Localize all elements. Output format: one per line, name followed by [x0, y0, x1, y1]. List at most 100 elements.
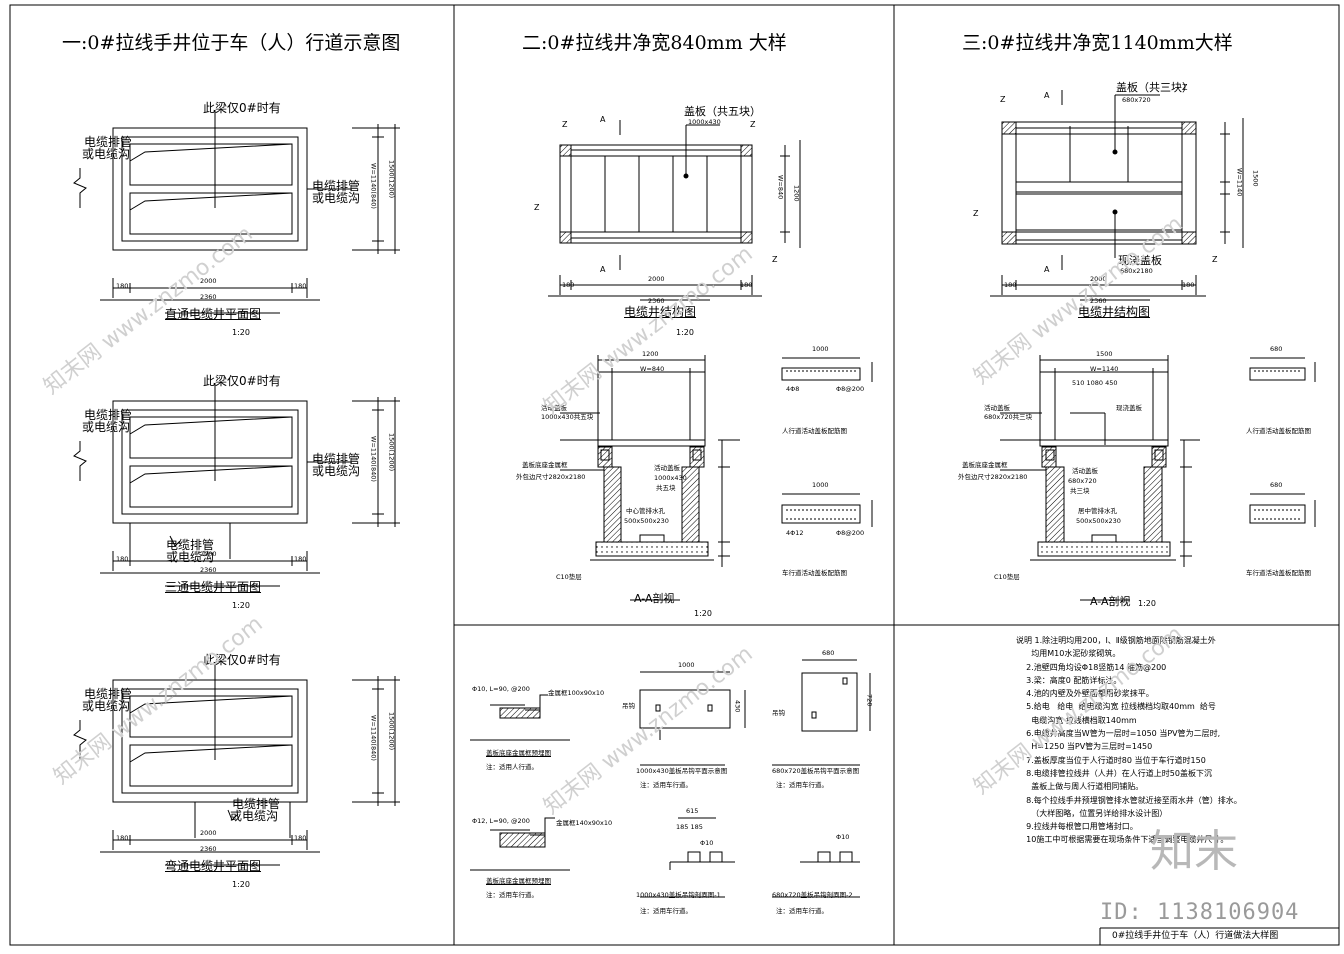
p3-sec-label-6b: 500x500x230: [1076, 517, 1121, 525]
detail-hook4-title: 680x720盖板吊钩剖面图-2: [772, 891, 853, 899]
p2-sec-label-4: 中心管排水孔: [626, 507, 665, 515]
detail-hook2-label: 吊钩: [772, 709, 785, 717]
p3-rebar1-title: 人行道活动盖板配筋图: [1246, 427, 1311, 435]
p3-sec-sub: 510 1080 450: [1072, 379, 1118, 387]
detail-hook2-title: 680x720盖板吊钩平面示意图: [772, 767, 860, 775]
note-line: 2.池壁四角均设Φ18竖筋14 箍筋@200: [1016, 662, 1167, 672]
p1-pipe-left-2-1: 或电缆沟: [82, 147, 131, 161]
detail-frame2-bar: Φ12, L=90, @200: [472, 817, 530, 825]
note-line: 4.池的内壁及外壁面都用砂浆抹平。: [1016, 689, 1154, 699]
note-line: 9.拉线井每根管口用管堵封口。: [1016, 822, 1138, 832]
p1-pipe-right-1-1: 电缆排管: [312, 179, 361, 193]
p2-rebar1-dim: 1000: [812, 345, 829, 353]
panel2-structure-plan: [548, 120, 801, 301]
detail-hook3-dim: 615: [686, 807, 699, 815]
detail-frame2-title: 盖板底座金属框预埋图: [486, 877, 551, 885]
p1-pipe-bottom-2-2: 或电缆沟: [166, 550, 215, 564]
p2-rebar1-bar-b: Φ8@200: [836, 385, 865, 393]
p2-z-marker-1: Z: [562, 120, 568, 129]
p1-dim-side-r-3: 180: [294, 834, 307, 842]
p1-plan-caption-3: 弯通电缆井平面图: [165, 859, 262, 873]
note-line: 均用M10水泥砂浆砌筑。: [1016, 649, 1121, 659]
p2-section-marker-a-top: A: [600, 115, 606, 124]
p3-sec-label-7: C10垫层: [994, 573, 1020, 581]
p3-sec-label-5c: 共三块: [1070, 487, 1090, 495]
detail-hook4-phi: Φ10: [836, 833, 850, 841]
p2-section-caption: A-A剖视: [634, 592, 675, 605]
p1-dim-w-3: W=1140(840): [369, 715, 378, 761]
p1-dim-total-3: 2360: [200, 845, 217, 853]
p3-sec-w: W=1140: [1090, 365, 1119, 373]
p3-z-marker-1: Z: [1000, 95, 1006, 104]
p1-pipe-right-2-1: 或电缆沟: [312, 191, 361, 205]
detail-hook3-phi: Φ10: [700, 839, 714, 847]
note-line: 7.盖板厚度当位于人行道时80 当位于车行道时150: [1016, 755, 1206, 765]
p2-struct-caption: 电缆井结构图: [624, 305, 697, 319]
p2-sec-label-1b: 1000x430共五块: [541, 413, 594, 421]
p3-z-marker-4: Z: [1212, 255, 1218, 264]
p2-dim-total: 2360: [648, 297, 665, 305]
p3-sec-label-1b: 680x720共三块: [984, 413, 1033, 421]
title-block: [1099, 927, 1339, 945]
p2-z-marker-3: Z: [750, 120, 756, 129]
p2-dim-side-r: 180: [740, 281, 753, 289]
image-id: ID: 1138106904: [1100, 900, 1300, 925]
panel3-structure-plan: [990, 90, 1244, 301]
p1-dim-side-r-2: 180: [294, 555, 307, 563]
p2-sec-w: W=840: [640, 365, 665, 373]
p1-pipe-bottom-1-2: 电缆排管: [166, 538, 215, 552]
p1-dim-h-1: 1500(1200): [387, 160, 396, 199]
panel2-title: 二:0#拉线井净宽840mm 大样: [522, 32, 787, 54]
p1-pipe-right-1-2: 电缆排管: [312, 452, 361, 466]
p2-section-marker-a-bottom: A: [600, 265, 606, 274]
p1-plan-scale-2: 1:20: [232, 601, 250, 610]
p1-pipe-left-2-2: 或电缆沟: [82, 420, 131, 434]
p1-slope-label-3: 此梁仅0#时有: [203, 653, 281, 667]
p1-plan-scale-3: 1:20: [232, 880, 250, 889]
p2-struct-scale: 1:20: [676, 328, 694, 337]
panel3-section: [1000, 355, 1200, 601]
panel3-title: 三:0#拉线井净宽1140mm大样: [962, 32, 1233, 54]
p3-dim-h: 1500: [1251, 170, 1260, 187]
detail-frame2-angle: 金属框140x90x10: [556, 819, 613, 827]
p3-sec-label-5: 活动盖板: [1072, 467, 1098, 475]
p3-dim-side-l: 180: [1004, 281, 1017, 289]
p1-dim-inner-3: 2000: [200, 829, 217, 837]
note-line: 5.给电 给电 给电缆沟宽 拉线横档均取40mm 给号: [1016, 702, 1216, 712]
detail-hook3-note: 注：适用车行道。: [640, 907, 692, 915]
p1-pipe-bottom-1-3: 电缆排管: [232, 797, 281, 811]
p3-rebar1-dim: 680: [1270, 345, 1283, 353]
p2-rebar2-bar-c: 4Φ12: [786, 529, 804, 537]
p2-dim-side-l: 180: [562, 281, 575, 289]
note-line: 说明 1.除注明均用200，Ⅰ、Ⅱ级钢筋地面除钢筋混凝土外: [1016, 636, 1216, 645]
p2-sec-label-4b: 500x500x230: [624, 517, 669, 525]
note-line: 10施工中可根据需要在现场条件下适当调整电缆井尺寸。: [1016, 835, 1229, 845]
p2-rebar2-title: 车行道活动盖板配筋图: [782, 569, 847, 577]
p3-dim-total: 2360: [1090, 297, 1107, 305]
detail-frame1-note: 注：适用人行道。: [486, 763, 538, 771]
p3-section-marker-a-bottom: A: [1044, 265, 1050, 274]
p3-dim-inner: 2000: [1090, 275, 1107, 283]
p3-section-caption: A-A剖视: [1090, 595, 1131, 608]
p2-sec-label-5: C10垫层: [556, 573, 582, 581]
p1-dim-inner-1: 2000: [200, 277, 217, 285]
detail-hook4-note: 注：适用车行道。: [776, 907, 828, 915]
p2-z-marker-4: Z: [772, 255, 778, 264]
p1-plan-scale-1: 1:20: [232, 328, 250, 337]
note-line: 8.电缆排管拉线井（人井）在人行道上时50盖板下沉: [1016, 768, 1212, 778]
p2-rebar2-dim: 1000: [812, 481, 829, 489]
p2-rebar1-title: 人行道活动盖板配筋图: [782, 427, 847, 435]
p3-sec-w-total: 1500: [1096, 350, 1113, 358]
panel1-title: 一:0#拉线手井位于车（人）行道示意图: [62, 32, 401, 54]
panel2-rebar: [781, 357, 873, 527]
p1-plan-caption-2: 三通电缆井平面图: [165, 580, 262, 594]
p1-dim-inner-2: 2000: [200, 550, 217, 558]
p3-cover-label: 盖板（共三块）: [1116, 81, 1193, 94]
p1-pipe-left-1-2: 电缆排管: [84, 408, 133, 422]
detail-hook3-sub: 185 185: [676, 823, 703, 831]
note-line: 3.梁：高度0 配筋详标注。: [1016, 675, 1122, 685]
panel1-plans: [73, 110, 400, 866]
detail-hook2-h: 720: [865, 694, 874, 707]
detail-frame1-angle: 金属框100x90x10: [548, 689, 605, 697]
